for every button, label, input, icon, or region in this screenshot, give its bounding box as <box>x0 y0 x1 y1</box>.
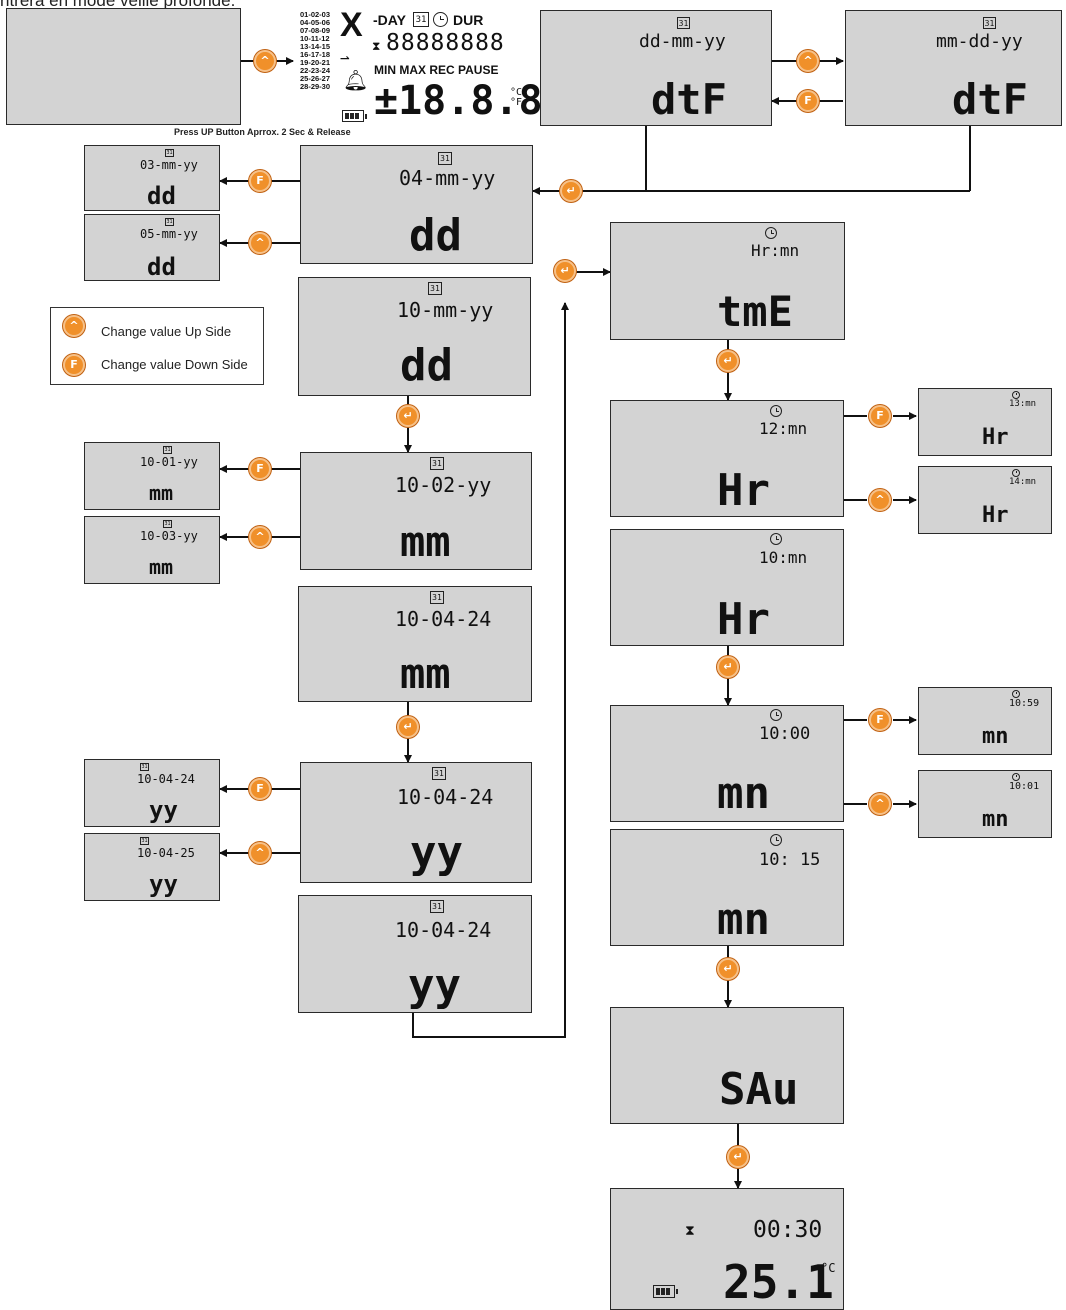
unit-labels: °C °F <box>510 87 523 108</box>
enter-button-format[interactable]: ↵ <box>560 180 582 202</box>
year-main-display: 31 10-04-24 yy <box>300 762 532 883</box>
legend-up-label: Change value Up Side <box>101 324 232 339</box>
up-button-minute[interactable]: ^ <box>869 793 891 815</box>
hour-main-display: 12:mn Hr <box>610 400 844 517</box>
year-final-display: 31 10-04-24 yy <box>298 895 532 1013</box>
up-button-month[interactable]: ^ <box>249 526 271 548</box>
final-display: ⧗ 00:30 25.1 °C <box>610 1188 844 1310</box>
up-button-day[interactable]: ^ <box>249 232 271 254</box>
header-fragment: ntrera en mode veille profonde. <box>0 0 236 10</box>
temperature-digits: ±18.8.8 <box>374 78 543 124</box>
calendar-day-grid: 01-02-03 04-05-06 07-08-09 10-11-12 13-1… <box>300 10 331 91</box>
clock-icon <box>433 12 448 27</box>
day-final-display: 31 10-mm-yy dd <box>298 277 531 396</box>
hour-down-display: 13:mn Hr <box>918 388 1052 456</box>
day-up-display: 31 05-mm-yy dd <box>84 214 220 281</box>
down-button-format[interactable]: F <box>797 90 819 112</box>
legend-up-icon: ^ <box>63 315 85 337</box>
enter-button-day[interactable]: ↵ <box>397 405 419 427</box>
date-format-dmy-display: 31 dd-mm-yy dtF <box>540 10 772 126</box>
day-down-display: 31 03-mm-yy dd <box>84 145 220 211</box>
battery-icon <box>342 110 367 122</box>
calendar-icon: 31 <box>413 12 429 27</box>
up-button-year[interactable]: ^ <box>249 842 271 864</box>
mode-labels: MIN MAX REC PAUSE <box>374 63 499 77</box>
date-format-mdy-top: mm-dd-yy <box>936 31 1023 52</box>
down-button-month[interactable]: F <box>249 458 271 480</box>
up-button-hour[interactable]: ^ <box>869 489 891 511</box>
dur-label: DUR <box>453 12 484 28</box>
month-up-display: 31 10-03-yy mm <box>84 516 220 584</box>
hourglass-icon: ⧗ <box>685 1223 695 1239</box>
enter-button-hour[interactable]: ↵ <box>717 656 739 678</box>
blank-display <box>6 8 241 125</box>
minute-up-display: 10:01 mn <box>918 770 1052 838</box>
day-label: -DAY <box>373 12 406 28</box>
year-down-display: 31 10-04-24 yy <box>84 759 220 827</box>
date-format-dmy-main: dtF <box>651 75 727 124</box>
month-main-display: 31 10-02-yy mm <box>300 452 532 570</box>
usb-icon: ⇀ <box>340 48 350 67</box>
month-down-display: 31 10-01-yy mm <box>84 442 220 510</box>
down-button-hour[interactable]: F <box>869 405 891 427</box>
enter-button-year[interactable]: ↵ <box>554 260 576 282</box>
enter-button-time[interactable]: ↵ <box>717 350 739 372</box>
date-format-mdy-main: dtF <box>952 75 1028 124</box>
save-display: SAu <box>610 1007 844 1124</box>
hour-up-display: 14:mn Hr <box>918 466 1052 534</box>
press-note: Press UP Button Aprrox. 2 Sec & Release <box>174 127 351 137</box>
down-button-year[interactable]: F <box>249 778 271 800</box>
legend-box: ^ Change value Up Side F Change value Do… <box>50 307 264 385</box>
up-button-format[interactable]: ^ <box>797 50 819 72</box>
digits-row: 88888888 <box>386 30 505 56</box>
month-final-display: 31 10-04-24 mm <box>298 586 532 702</box>
up-button-start[interactable]: ^ <box>254 50 276 72</box>
bell-icon: 🔔︎ <box>343 68 369 92</box>
minute-main-display: 10:00 mn <box>610 705 844 822</box>
date-format-dmy-top: dd-mm-yy <box>639 31 726 52</box>
legend-down-icon: F <box>63 354 85 376</box>
hourglass-icon: ⧗ <box>372 39 381 53</box>
time-entry-display: Hr:mn tmE <box>610 222 845 340</box>
enter-button-minute[interactable]: ↵ <box>717 958 739 980</box>
enter-button-month[interactable]: ↵ <box>397 716 419 738</box>
year-up-display: 31 10-04-25 yy <box>84 833 220 901</box>
down-button-day[interactable]: F <box>249 170 271 192</box>
all-segments-display: 01-02-03 04-05-06 07-08-09 10-11-12 13-1… <box>294 6 543 128</box>
date-format-mdy-display: 31 mm-dd-yy dtF <box>845 10 1062 126</box>
down-button-minute[interactable]: F <box>869 709 891 731</box>
enter-button-save[interactable]: ↵ <box>727 1146 749 1168</box>
minute-final-display: 10: 15 mn <box>610 829 844 946</box>
minute-down-display: 10:59 mn <box>918 687 1052 755</box>
legend-down-label: Change value Down Side <box>101 357 248 372</box>
day-main-display: 31 04-mm-yy dd <box>300 145 533 264</box>
hour-final-display: 10:mn Hr <box>610 529 844 646</box>
battery-icon <box>653 1285 678 1298</box>
logo-x: X <box>340 6 363 44</box>
